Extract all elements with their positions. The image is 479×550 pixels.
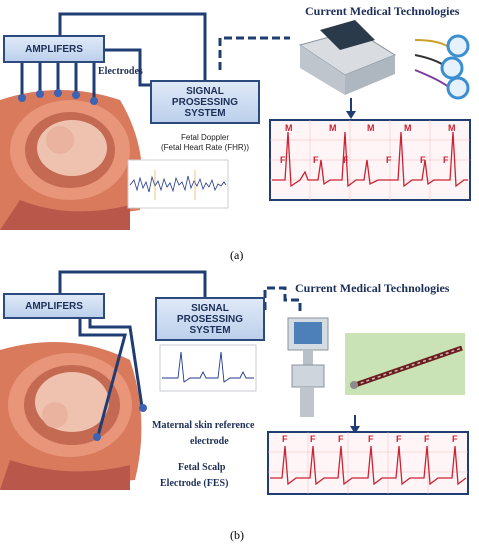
doppler-label: Fetal Doppler (Fetal Heart Rate (FHR)) <box>150 133 260 153</box>
electrode-dots-a <box>18 89 98 105</box>
signal-box-b-line2: SYSTEM <box>189 324 231 336</box>
panel-b-title: Current Medical Technologies <box>295 281 450 295</box>
ecg-peak-label-f6: F <box>443 155 449 165</box>
fes-label-line2: Electrode (FES) <box>160 478 229 489</box>
signal-processing-box-b: SIGNAL PROSESSING SYSTEM <box>155 297 265 341</box>
ecg-b-peak-6: F <box>424 434 430 444</box>
fetal-scalp-electrode-dot <box>93 433 101 441</box>
ecg-peak-label-f4: F <box>386 155 392 165</box>
ecg-peak-label-f5: F <box>420 155 426 165</box>
ecg-b-peak-4: F <box>368 434 374 444</box>
ecg-peak-label-m3: M <box>367 123 375 133</box>
panel-a-title: Current Medical Technologies <box>305 4 460 18</box>
ecg-strip-a <box>269 119 471 201</box>
fes-probe-photo-b <box>345 333 465 395</box>
doppler-label-line1: Fetal Doppler <box>180 133 230 142</box>
ecg-strip-b <box>267 431 469 495</box>
signal-box-a-line2: SYSTEM <box>184 107 226 119</box>
ecg-b-peak-1: F <box>282 434 288 444</box>
doppler-label-line2: (Fetal Heart Rate (FHR)) <box>160 143 249 152</box>
maternal-abdomen-illustration-a <box>0 90 143 230</box>
ecg-b-peak-3: F <box>338 434 344 444</box>
fetal-monitor-device-a <box>298 20 397 95</box>
panel-a-caption: (a) <box>230 248 244 262</box>
fes-label-line1: Fetal Scalp <box>178 462 226 473</box>
ecg-graph-small-b <box>159 344 257 392</box>
ecg-peak-label-m1: M <box>285 123 293 133</box>
ecg-peak-label-f3: F <box>343 155 349 165</box>
dashed-link-b <box>263 286 302 315</box>
ecg-b-peak-5: F <box>396 434 402 444</box>
fetal-monitor-device-b <box>287 317 329 417</box>
ecg-peak-label-m5: M <box>448 123 456 133</box>
ecg-peak-label-f1: F <box>280 155 286 165</box>
ecg-peak-label-f2: F <box>313 155 319 165</box>
maternal-electrode-label-line2: electrode <box>190 436 229 447</box>
electrodes-label: Electrodes <box>98 66 143 77</box>
amplifiers-box-b: AMPLIFERS <box>3 293 105 319</box>
maternal-abdomen-illustration-b <box>0 342 142 490</box>
doppler-graph-a <box>127 159 229 209</box>
signal-box-a-line1: SIGNAL PROSESSING <box>171 85 239 108</box>
signal-box-b-line1: SIGNAL PROSESSING <box>176 302 244 325</box>
panel-b-caption: (b) <box>230 528 244 542</box>
amplifiers-box-a: AMPLIFERS <box>3 35 105 63</box>
dashed-link-a <box>218 36 290 70</box>
ecg-b-peak-2: F <box>310 434 316 444</box>
ecg-peak-label-m2: M <box>329 123 337 133</box>
ecg-peak-label-m4: M <box>404 123 412 133</box>
maternal-electrode-dot <box>139 404 147 412</box>
electrode-pads-photo-a <box>414 34 470 100</box>
signal-processing-box-a: SIGNAL PROSESSING SYSTEM <box>150 80 260 124</box>
maternal-electrode-label-line1: Maternal skin reference <box>152 420 255 431</box>
ecg-b-peak-7: F <box>452 434 458 444</box>
